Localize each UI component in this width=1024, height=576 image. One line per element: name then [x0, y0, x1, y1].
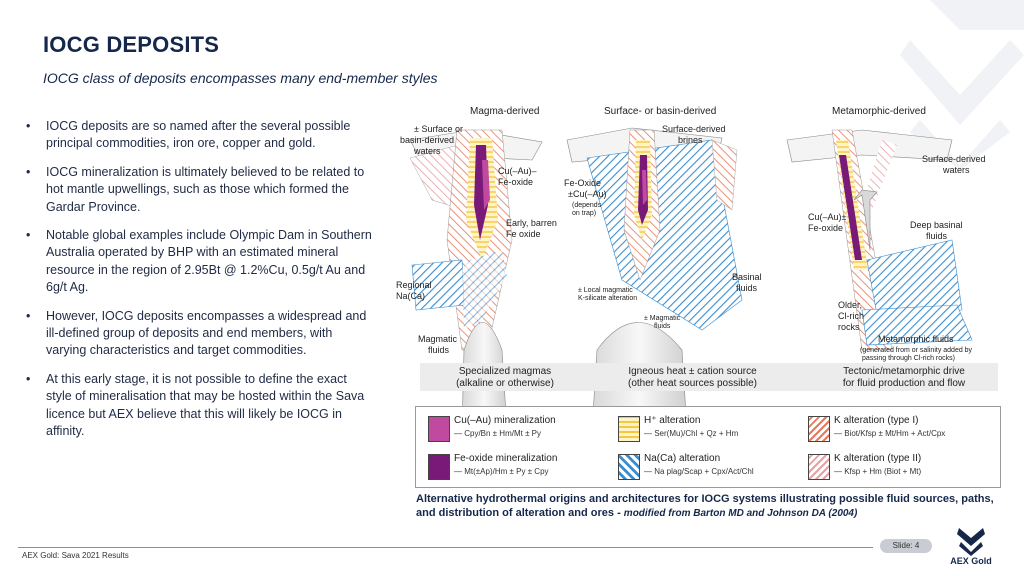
- bullet-item: IOCG deposits are so named after the sev…: [22, 118, 372, 153]
- panel-caption: Specialized magmas (alkaline or otherwis…: [420, 366, 590, 390]
- legend-name: Na(Ca) alteration: [644, 453, 721, 464]
- diagram-label: fluids: [736, 283, 758, 293]
- bullet-item: At this early stage, it is not possible …: [22, 371, 372, 441]
- panel-title: Metamorphic-derived: [832, 106, 926, 117]
- legend-item: H⁺ alteration — Ser(Mu)/Chl + Qz + Hm: [610, 413, 800, 443]
- diagram-label: ±Cu(–Au): [568, 189, 606, 199]
- caption-line: Igneous heat ± cation source: [628, 366, 757, 377]
- legend-name: K alteration (type I): [834, 415, 919, 426]
- diagram-label: passing through Cl-rich rocks): [862, 355, 955, 362]
- diagram-label: Older,: [838, 300, 862, 310]
- legend-desc: — Biot/Kfsp ± Mt/Hm + Act/Cpx: [834, 429, 946, 438]
- caption-line: for fluid production and flow: [842, 378, 966, 389]
- footer-divider: [18, 547, 873, 548]
- legend-name: H⁺ alteration: [644, 415, 701, 426]
- diagram-label: K-silicate alteration: [578, 295, 637, 302]
- na-ca-swatch: [618, 454, 640, 480]
- diagram-label: fluids: [654, 323, 671, 330]
- legend-item: Cu(–Au) mineralization — Cpy/Bn ± Hm/Mt …: [420, 413, 610, 443]
- diagram-label: Fe-oxide: [498, 177, 533, 187]
- diagram-label: Early, barren: [506, 218, 557, 228]
- footer-text: AEX Gold: Sava 2021 Results: [22, 551, 129, 560]
- legend-desc: — Cpy/Bn ± Hm/Mt ± Py: [454, 429, 542, 438]
- diagram-label: Deep basinal: [910, 220, 963, 230]
- legend-desc: — Ser(Mu)/Chl + Qz + Hm: [644, 429, 739, 438]
- logo-mark-icon: [957, 528, 985, 556]
- panel-title: Magma-derived: [470, 106, 539, 117]
- diagram-label: (depends: [572, 202, 602, 209]
- legend-name: Cu(–Au) mineralization: [454, 415, 556, 426]
- bullet-item: However, IOCG deposits encompasses a wid…: [22, 308, 372, 360]
- panel-title: Surface- or basin-derived: [604, 106, 716, 117]
- page-subtitle: IOCG class of deposits encompasses many …: [43, 70, 438, 86]
- panel-surface-basin-derived: Surface- or basin-derived Surface-derive…: [564, 106, 762, 430]
- legend-name: Fe-oxide mineralization: [454, 453, 558, 464]
- diagram-label: basin-derived: [400, 135, 454, 145]
- legend-name: K alteration (type II): [834, 453, 922, 464]
- fe-oxide-swatch: [428, 454, 450, 480]
- panel-magma-derived: Magma-derived ± Surface or basin-derived…: [396, 106, 557, 430]
- cu-au-swatch: [428, 416, 450, 442]
- logo-text: AEX Gold: [950, 556, 992, 566]
- bullet-item: Notable global examples include Olympic …: [22, 227, 372, 297]
- figure-caption: Alternative hydrothermal origins and arc…: [416, 492, 1006, 521]
- diagram-label: (generated from or salinity added by: [860, 347, 973, 354]
- company-logo: AEX Gold: [941, 526, 1001, 570]
- k-type1-swatch: [808, 416, 830, 442]
- diagram-label: ± Surface or: [414, 124, 463, 134]
- diagram-label: waters: [413, 146, 441, 156]
- bullet-list: IOCG deposits are so named after the sev…: [22, 118, 372, 452]
- legend-item: Na(Ca) alteration — Na plag/Scap + Cpx/A…: [610, 451, 800, 481]
- diagram-label: Surface-derived: [662, 124, 726, 134]
- diagram-label: ± Magmatic: [644, 315, 681, 322]
- figure-caption-main: Alternative hydrothermal origins and arc…: [416, 493, 994, 519]
- panel-caption-bar: Specialized magmas (alkaline or otherwis…: [420, 363, 998, 391]
- diagram-label: waters: [942, 165, 970, 175]
- diagram-label: Metamorphic fluids: [878, 334, 954, 344]
- diagram-label: Fe-oxide: [808, 223, 843, 233]
- caption-line: Tectonic/metamorphic drive: [843, 366, 965, 377]
- k-type2-swatch: [808, 454, 830, 480]
- figure-caption-credit: modified from Barton MD and Johnson DA (…: [623, 508, 858, 519]
- page-title: IOCG DEPOSITS: [43, 32, 220, 57]
- caption-line: (alkaline or otherwise): [456, 378, 554, 389]
- iocg-diagram: Magma-derived ± Surface or basin-derived…: [396, 106, 986, 430]
- caption-line: (other heat sources possible): [628, 378, 757, 389]
- diagram-label: Na(Ca): [396, 291, 425, 301]
- legend-desc: — Mt(±Ap)/Hm ± Py ± Cpy: [454, 467, 549, 476]
- diagram-label: Fe-Oxide: [564, 178, 601, 188]
- caption-line: Specialized magmas: [458, 366, 552, 377]
- bullet-item: IOCG mineralization is ultimately believ…: [22, 164, 372, 216]
- legend-desc: — Na plag/Scap + Cpx/Act/Chl: [644, 467, 754, 476]
- diagram-label: Basinal: [732, 272, 762, 282]
- slide-number-badge: Slide: 4: [880, 539, 932, 553]
- diagram-label: ± Local magmatic: [578, 287, 633, 294]
- panel-metamorphic-derived: Metamorphic-derived Surface-derived wate…: [786, 106, 986, 362]
- diagram-label: fluids: [428, 345, 450, 355]
- diagram-label: Fe oxide: [506, 229, 541, 239]
- legend: Cu(–Au) mineralization — Cpy/Bn ± Hm/Mt …: [415, 406, 1001, 488]
- diagram-label: Regional: [396, 280, 432, 290]
- diagram-label: on trap): [572, 210, 596, 217]
- diagram-label: Surface-derived: [922, 154, 986, 164]
- diagram-label: fluids: [926, 231, 948, 241]
- diagram-label: Cl-rich: [838, 311, 864, 321]
- h-alteration-swatch: [618, 416, 640, 442]
- diagram-label: rocks: [838, 322, 860, 332]
- legend-desc: — Kfsp + Hm (Biot + Mt): [834, 467, 922, 476]
- diagram-label: Cu(–Au)–: [498, 166, 537, 176]
- legend-item: K alteration (type II) — Kfsp + Hm (Biot…: [800, 451, 990, 481]
- legend-item: K alteration (type I) — Biot/Kfsp ± Mt/H…: [800, 413, 990, 443]
- panel-caption: Tectonic/metamorphic drive for fluid pro…: [810, 366, 998, 390]
- diagram-label: Magmatic: [418, 334, 458, 344]
- panel-caption: Igneous heat ± cation source (other heat…: [595, 366, 790, 390]
- diagram-label: Cu(–Au)±: [808, 212, 847, 222]
- legend-item: Fe-oxide mineralization — Mt(±Ap)/Hm ± P…: [420, 451, 610, 481]
- diagram-label: brines: [678, 135, 703, 145]
